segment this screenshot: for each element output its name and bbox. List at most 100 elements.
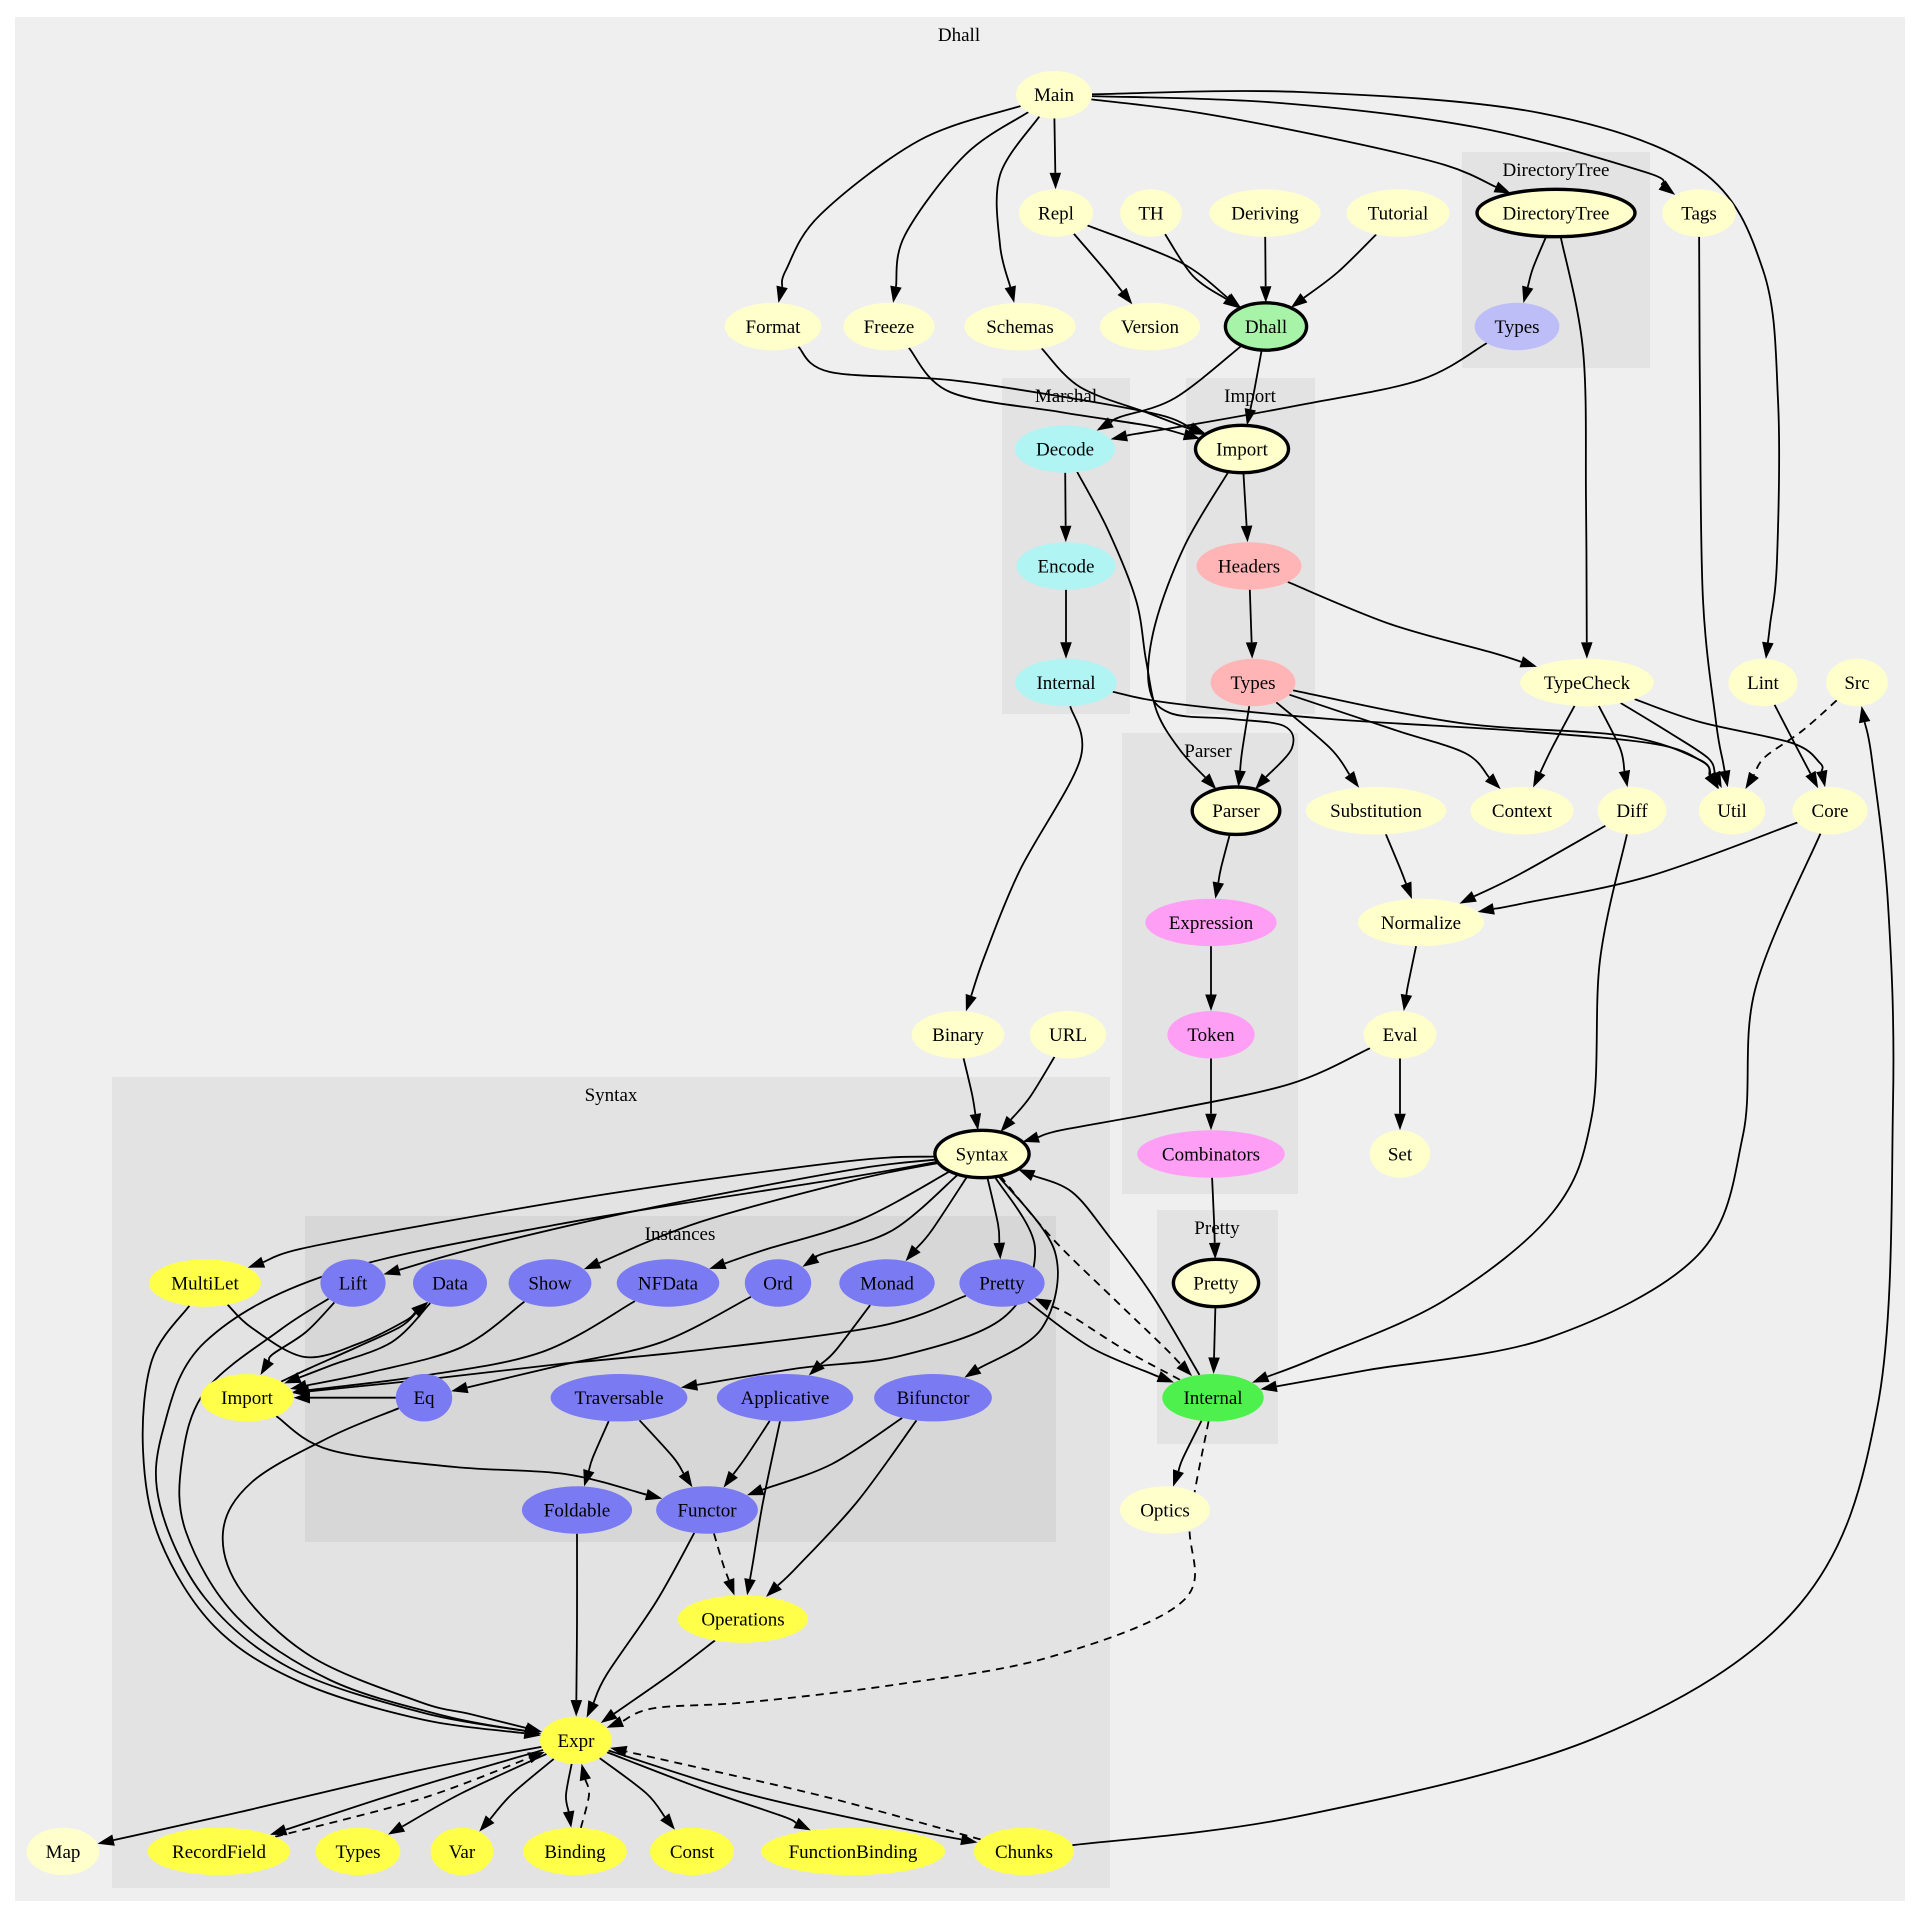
edge-Expr-FunctionBinding: [606, 1751, 797, 1824]
node-Src: [1826, 658, 1888, 707]
arrowhead-Parser-Expression: [1212, 881, 1225, 899]
node-label-Const: Const: [670, 1842, 715, 1863]
node-Chunks: [973, 1827, 1075, 1876]
arrowhead-Freeze-Import_I: [1182, 428, 1201, 441]
arrowhead-Operations-Expr: [600, 1708, 618, 1724]
edge-Syntax-Monad: [915, 1176, 968, 1250]
node-Syntax: [933, 1128, 1031, 1180]
node-label-Types_DT: Types: [1494, 317, 1539, 338]
node-label-Util: Util: [1717, 801, 1747, 822]
arrowhead-Core-Internal_P: [1260, 1380, 1278, 1393]
arrowhead-Syntax-Show: [583, 1257, 602, 1270]
node-MultiLet: [149, 1259, 261, 1307]
edge-TypeCheck-Util: [1620, 702, 1716, 774]
edge-Expr-Binding: [565, 1763, 573, 1812]
node-Expression: [1145, 898, 1277, 947]
edge-Parser-Expression: [1217, 833, 1231, 883]
edge-Monad-Applicative: [820, 1304, 871, 1365]
edge-Bifunctor-Functor: [762, 1417, 903, 1491]
node-label-NFData: NFData: [638, 1274, 699, 1295]
edge-Combinators-Pretty_P: [1211, 1177, 1216, 1243]
node-Main: [1016, 71, 1092, 119]
arrowhead-Types_I-Parser: [1234, 770, 1246, 788]
edge-Expr-Types_S: [401, 1753, 547, 1828]
node-label-Repl: Repl: [1038, 204, 1074, 225]
edge-Expr-RecordField: [285, 1749, 544, 1831]
node-Schemas: [964, 302, 1076, 351]
node-Types_I: [1210, 658, 1296, 707]
node-Expr: [540, 1716, 612, 1765]
arrowhead-Syntax-Internal_P: [1176, 1360, 1193, 1377]
node-label-Foldable: Foldable: [544, 1501, 611, 1522]
node-Data: [413, 1259, 487, 1307]
node-Types_DT: [1474, 302, 1560, 351]
cluster-label-syntax: Syntax: [585, 1085, 638, 1106]
node-Repl: [1019, 189, 1093, 237]
edge-Expr-Chunks: [608, 1749, 962, 1841]
arrowhead-TypeCheck-Context: [1533, 770, 1546, 788]
node-label-Decode: Decode: [1036, 440, 1094, 461]
arrowhead-Expr-Var: [479, 1815, 495, 1832]
arrowhead-Eval-Syntax: [1022, 1131, 1040, 1143]
cluster-label-instances: Instances: [645, 1224, 716, 1245]
edge-Internal_P-Syntax: [1032, 1174, 1201, 1376]
arrowhead-Chunks-Src: [1858, 705, 1871, 724]
edge-Binding-Expr: [579, 1779, 590, 1829]
node-Tutorial: [1346, 189, 1450, 237]
edge-Lift-Expr: [178, 1297, 526, 1732]
node-label-Core: Core: [1812, 801, 1849, 822]
arrowhead-Headers-TypeCheck: [1519, 656, 1538, 668]
node-Map: [26, 1827, 100, 1876]
edge-Foldable-Expr: [575, 1533, 578, 1701]
edge-TH-Dhall: [1164, 233, 1227, 300]
arrowhead-Main-Lint: [1762, 641, 1774, 659]
arrowhead-TypeCheck-Core: [1816, 769, 1828, 788]
edge-Format-Import_I: [797, 345, 1192, 429]
node-Freeze: [843, 302, 935, 351]
arrowhead-Decode-Parser: [1200, 773, 1217, 790]
arrowhead-Substitution-Normalize: [1400, 881, 1412, 899]
node-label-Eq: Eq: [413, 1388, 435, 1409]
arrowhead-Diff-Normalize: [1459, 891, 1477, 904]
arrowhead-Main-Tags: [1658, 180, 1676, 195]
node-Pretty_P: [1171, 1257, 1261, 1309]
node-label-Tags: Tags: [1681, 204, 1717, 225]
node-label-Main: Main: [1034, 85, 1075, 106]
arrowhead-Syntax-MultiLet: [247, 1256, 266, 1268]
node-Internal_M: [1015, 658, 1117, 707]
edge-Internal_P-Optics: [1177, 1420, 1203, 1472]
arrowhead-Deriving-Dhall: [1259, 286, 1272, 303]
edge-Main-Schemas: [995, 116, 1041, 288]
node-label-Context: Context: [1492, 801, 1553, 822]
node-NFData: [616, 1259, 720, 1307]
node-label-Token: Token: [1187, 1025, 1235, 1046]
arrowhead-Src-Util: [1745, 771, 1759, 789]
edge-Dhall-Decode: [1110, 344, 1243, 424]
node-label-Traversable: Traversable: [575, 1388, 664, 1409]
edge-Src-Util: [1753, 699, 1838, 776]
node-label-Dhall: Dhall: [1245, 317, 1287, 338]
node-label-Monad: Monad: [860, 1274, 914, 1295]
edge-Expr-Const: [599, 1757, 666, 1818]
node-DirectoryTree: [1475, 187, 1637, 239]
node-label-Internal_M: Internal: [1036, 673, 1095, 694]
edge-Eval-Syntax: [1037, 1047, 1371, 1138]
node-Monad: [839, 1259, 935, 1307]
node-label-Freeze: Freeze: [864, 317, 915, 338]
arrowhead-Diff-Internal_P: [1252, 1371, 1270, 1383]
node-Types_S: [315, 1827, 401, 1876]
node-FunctionBinding: [760, 1827, 946, 1876]
node-label-FunctionBinding: FunctionBinding: [789, 1842, 918, 1863]
node-Functor: [656, 1486, 758, 1534]
node-Binary: [911, 1010, 1005, 1059]
node-label-Operations: Operations: [701, 1610, 784, 1631]
edge-Diff-Normalize: [1473, 824, 1606, 898]
arrowhead-Bifunctor-Functor: [746, 1484, 765, 1496]
edge-Binary-Syntax: [962, 1058, 977, 1115]
node-label-Applicative: Applicative: [741, 1388, 830, 1409]
arrowhead-Import_S-Functor: [644, 1488, 663, 1501]
edge-Syntax-MultiLet: [262, 1155, 936, 1263]
arrowhead-Applicative-Functor: [723, 1470, 738, 1488]
cluster-label-dhall: Dhall: [938, 25, 980, 46]
node-Headers: [1196, 542, 1302, 590]
